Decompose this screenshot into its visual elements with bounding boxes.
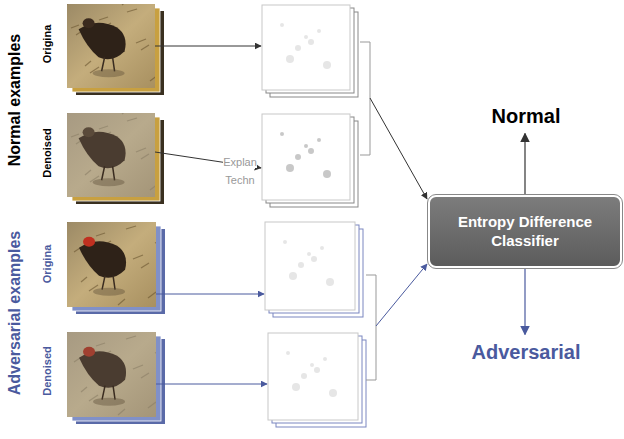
- bracket: [366, 275, 376, 380]
- output-arrow: [524, 134, 525, 195]
- output-text: Adversarial: [472, 340, 581, 365]
- box-text: Entropy Difference Classifier: [452, 213, 598, 251]
- side-label: Adversarial examples: [6, 231, 24, 396]
- photo-stack: [67, 219, 165, 314]
- output-label: Normal: [488, 102, 565, 131]
- flow-arrow: [156, 294, 264, 295]
- photo-stack: [67, 329, 165, 424]
- explanation-map-stack: [265, 222, 363, 317]
- output-arrow: [524, 269, 525, 335]
- bracket: [360, 42, 370, 155]
- explanation-map-stack: [262, 5, 358, 97]
- flow-arrow: [155, 46, 261, 47]
- side-label: Denoised: [41, 128, 53, 178]
- output-text: Normal: [492, 104, 561, 129]
- caption-label: Explan: [223, 156, 257, 168]
- caption-label: Techn: [225, 174, 254, 186]
- side-label: Denoised: [41, 346, 53, 396]
- classifier-box: Entropy Difference Classifier: [428, 195, 622, 268]
- side-label: Normal examples: [6, 34, 24, 167]
- side-label: Origina: [41, 25, 53, 64]
- flow-arrow: [156, 384, 267, 385]
- explanation-map-stack: [268, 333, 366, 427]
- photo-stack: [67, 0, 164, 95]
- explanation-map-stack: [262, 114, 358, 207]
- flow-arrow: [370, 98, 427, 199]
- photo-stack: [67, 108, 164, 204]
- output-label: Adversarial: [468, 338, 585, 367]
- flow-arrow: [155, 152, 261, 168]
- flow-arrow: [376, 264, 427, 326]
- side-label: Origina: [41, 245, 53, 284]
